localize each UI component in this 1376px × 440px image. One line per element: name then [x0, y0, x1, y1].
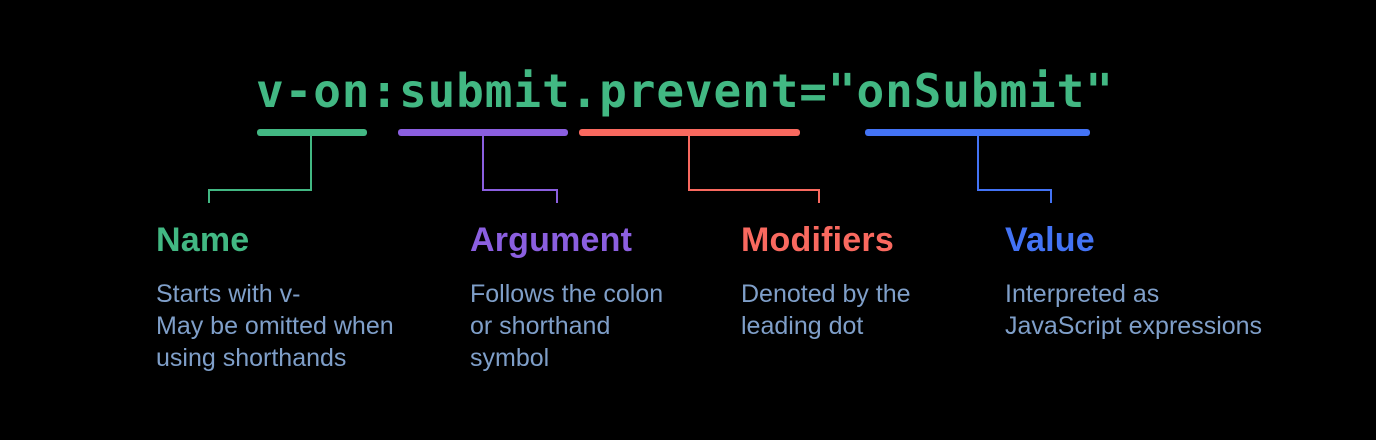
modifiers-connector-vertical — [688, 136, 690, 191]
argument-connector-vertical — [482, 136, 484, 191]
name-label: Name — [156, 221, 250, 259]
modifiers-connector-horizontal — [688, 189, 820, 191]
description-line: symbol — [470, 344, 550, 372]
description-line: Interpreted as — [1005, 280, 1160, 308]
value-connector-vertical — [977, 136, 979, 191]
argument-connector-drop — [556, 189, 558, 203]
argument-underline-bar — [398, 129, 568, 136]
value-connector-drop — [1050, 189, 1052, 203]
name-connector-vertical — [310, 136, 312, 191]
value-underline-bar — [865, 129, 1090, 136]
modifiers-description: Denoted by the leading dot — [741, 278, 911, 342]
name-connector-drop — [208, 189, 210, 203]
modifiers-connector-drop — [818, 189, 820, 203]
argument-connector-horizontal — [482, 189, 558, 191]
value-connector-horizontal — [977, 189, 1052, 191]
name-connector-horizontal — [208, 189, 312, 191]
name-description: Starts with v- May be omitted when using… — [156, 278, 394, 374]
description-line: using shorthands — [156, 344, 347, 372]
description-line: leading dot — [741, 312, 864, 340]
argument-description: Follows the colon or shorthand symbol — [470, 278, 663, 374]
argument-label: Argument — [470, 221, 633, 259]
description-line: or shorthand — [470, 312, 611, 340]
description-line: Follows the colon — [470, 280, 664, 308]
description-line: Denoted by the — [741, 280, 911, 308]
description-line: May be omitted when — [156, 312, 394, 340]
modifiers-label: Modifiers — [741, 221, 894, 259]
name-underline-bar — [257, 129, 367, 136]
value-description: Interpreted as JavaScript expressions — [1005, 278, 1262, 342]
value-label: Value — [1005, 221, 1095, 259]
code-snippet: v-on:submit.prevent="onSubmit" — [256, 64, 1114, 118]
description-line: Starts with v- — [156, 280, 301, 308]
modifiers-underline-bar — [579, 129, 800, 136]
description-line: JavaScript expressions — [1005, 312, 1263, 340]
